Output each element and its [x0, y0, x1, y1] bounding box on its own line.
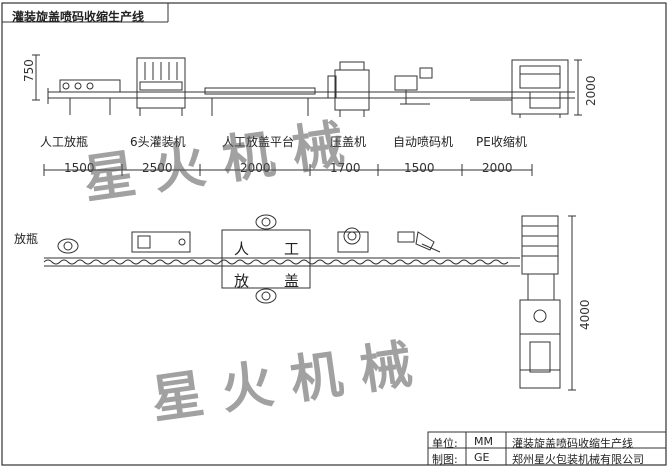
filling-machine-plan	[131, 231, 191, 253]
elevation-view	[32, 54, 582, 118]
cap-platform-plan	[221, 214, 311, 304]
label-capping-machine: 压盖机	[330, 135, 367, 149]
title-block	[427, 431, 667, 466]
label-shrink-machine: PE收缩机	[476, 135, 527, 149]
dim-1: 1500	[64, 161, 95, 175]
label-filling-machine: 6头灌装机	[130, 135, 186, 149]
cap-platform-elevation	[204, 87, 316, 116]
line-name: 灌装旋盖喷码收缩生产线	[512, 437, 633, 450]
inkjet-coder-elevation	[394, 67, 433, 105]
label-cap-platform: 人工放盖平台	[222, 135, 295, 149]
cap-platform-text-2b: 盖	[284, 272, 300, 290]
dim-5: 1500	[404, 161, 435, 175]
unit-label: 单位:	[432, 437, 458, 450]
drawn-value: GE	[474, 451, 490, 464]
plan-view	[43, 214, 576, 391]
height-dimension-left: 750	[22, 59, 36, 82]
height-dimension-plan: 4000	[578, 299, 592, 330]
length-dimension-line	[43, 164, 533, 176]
drawn-label: 制图:	[432, 453, 458, 466]
unit-value: MM	[474, 435, 493, 448]
cap-platform-text-1b: 工	[284, 240, 300, 258]
shrink-tunnel-elevation	[470, 59, 569, 118]
label-inkjet-coder: 自动喷码机	[393, 135, 454, 149]
cap-platform-text-2a: 放	[234, 272, 250, 290]
label-manual-bottle: 人工放瓶	[40, 135, 89, 149]
capping-machine-plan	[337, 227, 369, 253]
filling-machine-elevation	[136, 57, 186, 116]
inkjet-coder-plan	[397, 231, 441, 253]
capping-machine-elevation	[327, 61, 370, 117]
drawing-title: 灌装旋盖喷码收缩生产线	[12, 10, 145, 24]
cap-platform-text-1a: 人	[234, 240, 250, 258]
shrink-tunnel-plan	[519, 215, 561, 389]
dim-6: 2000	[482, 161, 513, 175]
operator-bottle	[57, 238, 79, 254]
bottle-feeder-elevation	[59, 79, 121, 115]
label-bottle-feed: 放瓶	[14, 232, 39, 246]
height-dimension-right: 2000	[584, 75, 598, 106]
company-name: 郑州星火包装机械有限公司	[512, 453, 644, 466]
dim-2: 2500	[142, 161, 173, 175]
dim-3: 2000	[240, 161, 271, 175]
dim-4: 1700	[330, 161, 361, 175]
